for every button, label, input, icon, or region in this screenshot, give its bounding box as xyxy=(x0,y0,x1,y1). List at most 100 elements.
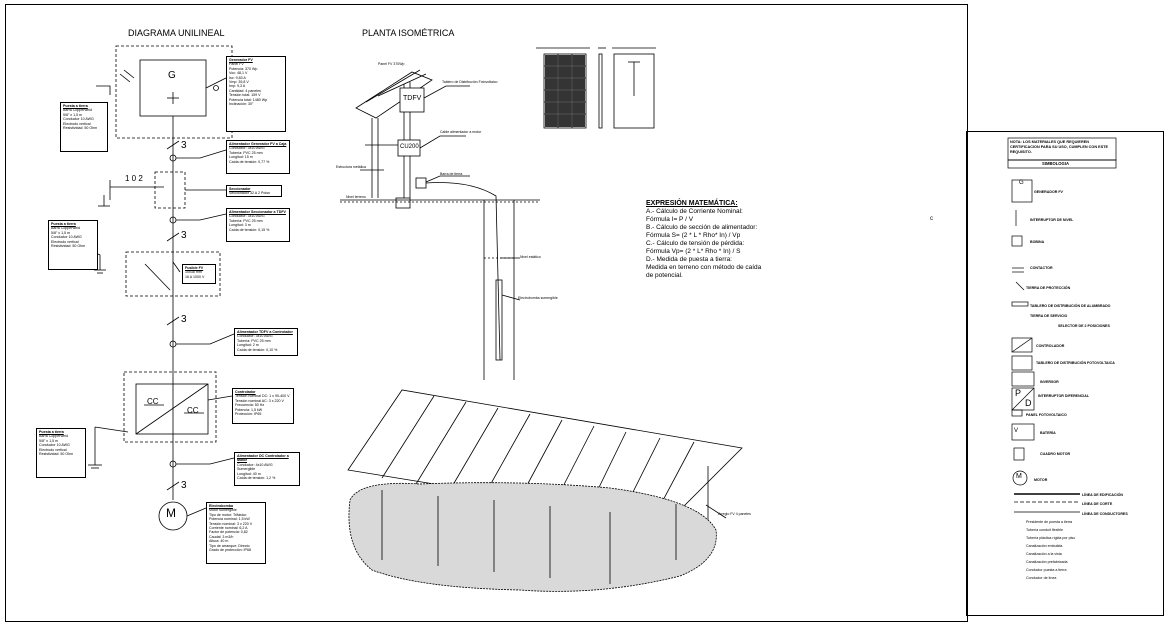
main-frame xyxy=(5,4,968,622)
spec-line: Tubería: PVC 25 mm xyxy=(229,150,263,155)
legend-item: TIERRA DE SERVICIO xyxy=(1030,314,1068,318)
spec-line: Tensión nominal AC: 3 x 220 V xyxy=(235,398,284,403)
wire-count-1: 3 xyxy=(181,140,187,151)
legend-abbreviation: Presidente de puesta a tierra xyxy=(1026,520,1073,524)
motor-label: M xyxy=(166,506,176,520)
converter-top-label: CC xyxy=(147,397,159,406)
spec-line: Conductor: 3x10 AWG xyxy=(229,146,265,151)
spec-line: Tensión nominal: 3 x 220 V xyxy=(209,521,253,526)
spec-line: Barra Copperweld xyxy=(39,434,68,439)
legend-abbreviation: Tubería plástica rígida por piso xyxy=(1026,536,1076,540)
spec-line: Cantidad: 4 paneles xyxy=(229,88,261,93)
spec-line: Alimentador Seccionador a TDFV xyxy=(229,210,286,214)
wire-count-2: 3 xyxy=(181,230,187,241)
converter-bottom-label: CC xyxy=(187,406,199,415)
spec-line: Electrodo vertical xyxy=(51,239,79,244)
legend-item: INVERSOR xyxy=(1040,380,1059,384)
spec-line: Seccionador 32 A 2 Polos xyxy=(229,191,270,196)
spec-line: Sumergible xyxy=(237,467,256,472)
spec-line: Electrodo vertical xyxy=(63,121,91,126)
legend-abbreviation: Canalización prefabricada xyxy=(1026,560,1068,564)
spec-line: Conductor: 4x10 AWG xyxy=(237,462,273,467)
spec-line: Puesta a tierra xyxy=(39,430,64,434)
tdfv-note: Tablero de Distribución Fotovoltaico xyxy=(442,80,498,84)
spec-line: Potencia nominal: 1,5 kW xyxy=(209,517,250,522)
legend-abbreviation: Canalización a la vista xyxy=(1026,552,1062,556)
legend-item: GENERADOR FV xyxy=(1034,190,1063,194)
spec-line: Caudal: 3 m3/h xyxy=(209,534,234,539)
math-expression: EXPRESIÓN MATEMÁTICA: A.- Cálculo de Cor… xyxy=(646,200,761,280)
spec-line: Fusible FV xyxy=(185,266,204,270)
spec-line: Longitud: 15 m xyxy=(229,155,253,160)
spec-line: Tubería: PVC 25 mm xyxy=(229,218,263,223)
well-note: Nivel estático xyxy=(520,255,541,259)
legend-item: TABLERO DE DISTRIBUCIÓN DE ALUMBRADO xyxy=(1030,304,1111,308)
spec-line: Conductor 10 AWG xyxy=(39,443,70,448)
spec-line: Corriente nominal: 6,2 A xyxy=(209,526,248,531)
cu-label: CU200 xyxy=(400,144,419,150)
legend-item: CONTACTOR xyxy=(1030,266,1053,270)
iso-title: PLANTA ISOMÉTRICA xyxy=(362,28,455,38)
spec-line: 5/8" x 1,5 m xyxy=(51,230,71,235)
spec-line: Tensión nominal DC: 1 x 90-400 V xyxy=(235,394,290,399)
spec-line: 5/8" x 1,5 m xyxy=(39,438,59,443)
math-line: Fórmula I= P / V xyxy=(646,216,694,223)
spec-line: Protección: IP65 xyxy=(235,412,262,417)
wire-count-3: 3 xyxy=(181,314,187,325)
math-line: B.- Cálculo de sección de alimentador: xyxy=(646,224,758,231)
switch-mark: 1 0 2 xyxy=(125,174,143,183)
math-line: A.- Cálculo de Corriente Nominal: xyxy=(646,208,743,215)
math-line: de potencial. xyxy=(646,272,683,279)
legend-title: SIMBOLOGIA xyxy=(1042,161,1069,166)
structure-note: Estructura metálica xyxy=(336,165,366,169)
spec-line: Longitud: 2 m xyxy=(237,343,259,348)
math-lines: A.- Cálculo de Corriente Nominal:Fórmula… xyxy=(646,208,761,280)
spec-line: Caída de tensión: 0,77 % xyxy=(229,159,270,164)
legend-item: LÍNEA DE EDIFICACIÓN xyxy=(1082,493,1123,497)
math-line: C.- Cálculo de tensión de pérdida: xyxy=(646,240,745,247)
spec-line: Caída de tensión: 0,15 % xyxy=(229,227,270,232)
spec-line: Altura: 40 m xyxy=(209,539,229,544)
spec-line: Caída de tensión: 1,2 % xyxy=(237,476,276,481)
spec-line: Generador FV xyxy=(229,58,253,62)
array-note: Arreglo FV 4 paneles xyxy=(718,512,751,516)
spec-line: Longitud: 3 m xyxy=(229,223,251,228)
spec-line: Vmp: 39,8 V xyxy=(229,80,249,85)
spec-line: Resistividad: 50 Ohm xyxy=(63,126,98,131)
spec-line: Electrodo vertical xyxy=(39,447,67,452)
spec-line: Voc: 48,1 V xyxy=(229,71,248,76)
spec-line: Imp: 9,3 A xyxy=(229,84,246,89)
legend-item: CONTROLADOR xyxy=(1036,344,1065,348)
spec-line: Puesta a tierra xyxy=(63,104,88,108)
spec-line: 5/8" x 1,5 m xyxy=(63,112,83,117)
legend-note: NOTA: LOS MATERIALES QUE REQUIEREN CERTI… xyxy=(1010,140,1109,154)
legend-item: TABLERO DE DISTRIBUCIÓN FOTOVOLTAICA xyxy=(1036,361,1115,365)
spec-line: Caída de tensión: 0,10 % xyxy=(237,347,278,352)
spec-line: Tipo de motor: Trifásico xyxy=(209,512,247,517)
spec-line: Tipo de arranque: Directo xyxy=(209,543,250,548)
legend-inv-p: P xyxy=(1015,388,1022,398)
legend-item: TIERRA DE PROTECCIÓN xyxy=(1026,286,1071,290)
legend-abbreviation: Tubería conduit flexible xyxy=(1026,528,1064,532)
legend-bat-mark: V xyxy=(1014,428,1019,434)
spec-line: Inclinación: 30° xyxy=(229,102,254,107)
legend-gen-mark: G xyxy=(1019,180,1024,186)
wire-count-4: 3 xyxy=(181,480,187,491)
math-heading: EXPRESIÓN MATEMÁTICA: xyxy=(646,200,738,207)
spec-line: Alimentador Generador FV a Caja xyxy=(229,142,287,146)
spec-line: Alimentador TDFV a Controlador xyxy=(237,330,293,334)
spec-line: Resistividad: 50 Ohm xyxy=(51,244,86,249)
spec-line: Electrobomba xyxy=(209,504,233,508)
spec-line: Potencia: 370 Wp xyxy=(229,66,258,71)
spec-line: Motor sumergible xyxy=(209,508,237,513)
